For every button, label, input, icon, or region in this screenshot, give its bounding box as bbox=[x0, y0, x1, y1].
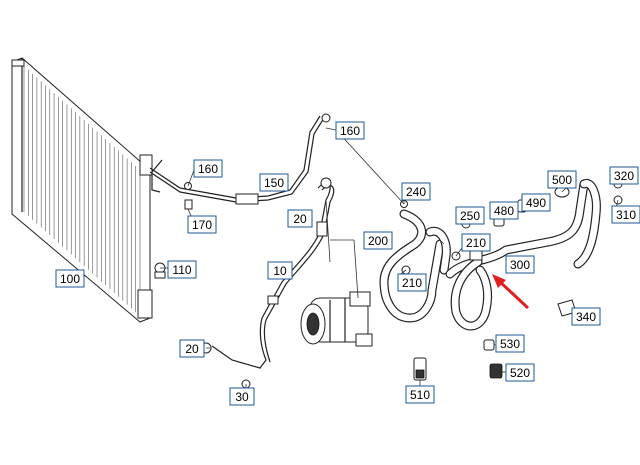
callout-label: 10 bbox=[273, 264, 287, 278]
leader-lines bbox=[160, 127, 619, 388]
callout-label: 170 bbox=[192, 218, 212, 232]
callout-530[interactable]: 530 bbox=[495, 334, 525, 353]
callout-label: 310 bbox=[616, 208, 636, 222]
condenser-illustration bbox=[11, 57, 153, 323]
callout-label: 110 bbox=[172, 263, 191, 277]
callout-20-lower[interactable]: 20 bbox=[179, 339, 205, 358]
callout-510[interactable]: 510 bbox=[405, 385, 435, 404]
callout-160-left[interactable]: 160 bbox=[193, 159, 223, 178]
callout-label: 150 bbox=[264, 176, 284, 190]
callout-20-upper[interactable]: 20 bbox=[287, 209, 313, 228]
callout-label: 20 bbox=[293, 212, 307, 226]
callout-480[interactable]: 480 bbox=[489, 201, 519, 220]
compressor-illustration bbox=[300, 291, 373, 347]
callout-label: 250 bbox=[460, 209, 480, 223]
callout-label: 530 bbox=[500, 337, 520, 351]
callout-label: 500 bbox=[552, 173, 572, 187]
callout-label: 100 bbox=[60, 272, 80, 286]
highlight-arrow bbox=[492, 274, 530, 310]
callout-210-left[interactable]: 210 bbox=[397, 273, 427, 292]
callout-310[interactable]: 310 bbox=[611, 205, 640, 224]
callout-label: 240 bbox=[406, 185, 426, 199]
callout-label: 510 bbox=[410, 388, 430, 402]
callout-label: 160 bbox=[340, 124, 360, 138]
callout-110[interactable]: 110 bbox=[167, 260, 197, 279]
callout-490[interactable]: 490 bbox=[521, 193, 551, 212]
callout-160-top[interactable]: 160 bbox=[335, 121, 365, 140]
callout-label: 520 bbox=[510, 366, 530, 380]
callout-340[interactable]: 340 bbox=[571, 307, 601, 326]
callout-520[interactable]: 520 bbox=[505, 363, 535, 382]
callout-label: 210 bbox=[402, 276, 422, 290]
callout-label: 490 bbox=[526, 196, 546, 210]
callout-label: 30 bbox=[235, 390, 249, 404]
callout-250[interactable]: 250 bbox=[455, 206, 485, 225]
callout-170[interactable]: 170 bbox=[187, 215, 217, 234]
callout-label: 160 bbox=[198, 162, 218, 176]
callout-150[interactable]: 150 bbox=[259, 173, 289, 192]
callout-label: 480 bbox=[494, 204, 514, 218]
callout-210-right[interactable]: 210 bbox=[461, 233, 491, 252]
callout-label: 20 bbox=[185, 342, 199, 356]
callout-label: 210 bbox=[466, 236, 486, 250]
pipe-150 bbox=[149, 115, 321, 199]
callout-200[interactable]: 200 bbox=[363, 231, 393, 250]
callout-label: 340 bbox=[576, 310, 596, 324]
callout-30[interactable]: 30 bbox=[229, 387, 255, 406]
callout-label: 300 bbox=[510, 258, 530, 272]
callout-320[interactable]: 320 bbox=[609, 166, 639, 185]
callout-300[interactable]: 300 bbox=[505, 255, 535, 274]
callout-label: 320 bbox=[614, 169, 634, 183]
callout-240[interactable]: 240 bbox=[401, 182, 431, 201]
callout-100[interactable]: 100 bbox=[55, 269, 85, 288]
callout-10[interactable]: 10 bbox=[267, 261, 293, 280]
callout-label: 200 bbox=[368, 234, 388, 248]
callout-500[interactable]: 500 bbox=[547, 170, 577, 189]
